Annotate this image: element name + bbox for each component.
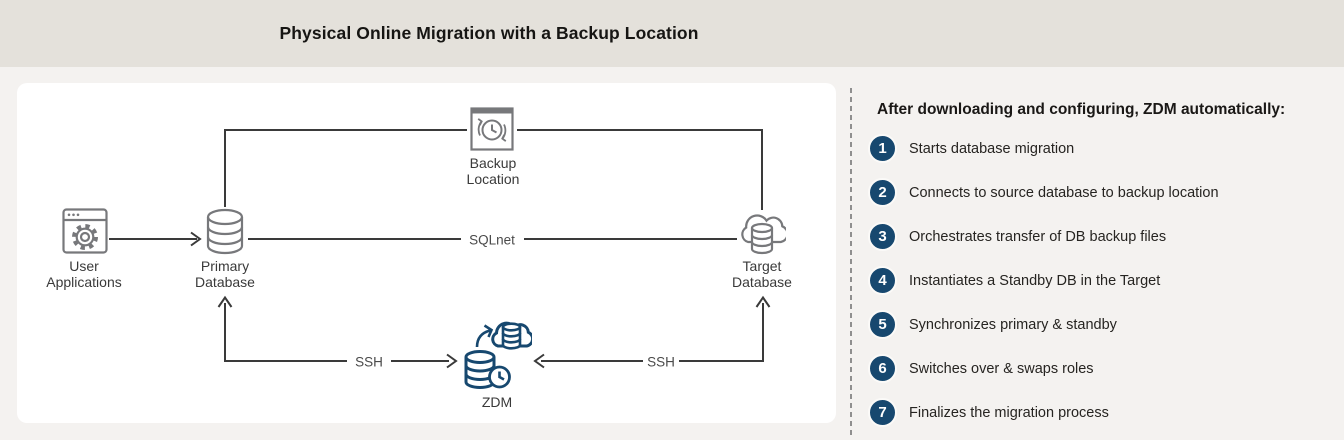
step-number-badge: 4 [868,266,897,295]
cloud-database-icon [741,214,786,255]
backup-clock-window-icon [470,107,514,151]
step-text: Orchestrates transfer of DB backup files [909,228,1167,245]
step-row-3: 3 Orchestrates transfer of DB backup fil… [868,222,1219,251]
step-number-badge: 3 [868,222,897,251]
zdm-cloud-migration-icon [464,321,532,390]
user-applications-label: User Applications [46,258,122,290]
steps-list: 1 Starts database migration 2 Connects t… [868,134,1219,427]
steps-heading: After downloading and configuring, ZDM a… [877,101,1286,118]
step-number-badge: 5 [868,310,897,339]
step-text: Connects to source database to backup lo… [909,184,1219,201]
diagram-panel: User Applications Primary Database Backu… [17,83,836,423]
step-number-badge: 1 [868,134,897,163]
dotted-divider [850,88,852,437]
step-text: Finalizes the migration process [909,404,1109,421]
backup-location-label: Backup Location [466,155,520,187]
sqlnet-connector-label: SQLnet [466,232,518,248]
database-cylinder-icon [206,208,244,255]
connector-lines [109,129,771,369]
step-row-5: 5 Synchronizes primary & standby [868,310,1219,339]
step-row-6: 6 Switches over & swaps roles [868,354,1219,383]
step-number-badge: 7 [868,398,897,427]
primary-database-label: Primary Database [195,258,255,290]
step-text: Switches over & swaps roles [909,360,1094,377]
title-banner: Physical Online Migration with a Backup … [0,0,1344,67]
page-title: Physical Online Migration with a Backup … [279,23,699,43]
step-row-4: 4 Instantiates a Standby DB in the Targe… [868,266,1219,295]
step-text: Synchronizes primary & standby [909,316,1117,333]
step-number-badge: 6 [868,354,897,383]
step-row-2: 2 Connects to source database to backup … [868,178,1219,207]
ssh-left-connector-label: SSH [352,354,386,370]
step-text: Starts database migration [909,140,1075,157]
step-row-1: 1 Starts database migration [868,134,1219,163]
ssh-right-connector-label: SSH [644,354,678,370]
app-window-gear-icon [62,208,108,254]
target-database-label: Target Database [732,258,792,290]
step-row-7: 7 Finalizes the migration process [868,398,1219,427]
step-text: Instantiates a Standby DB in the Target [909,272,1161,289]
step-number-badge: 2 [868,178,897,207]
zdm-label: ZDM [481,394,513,410]
